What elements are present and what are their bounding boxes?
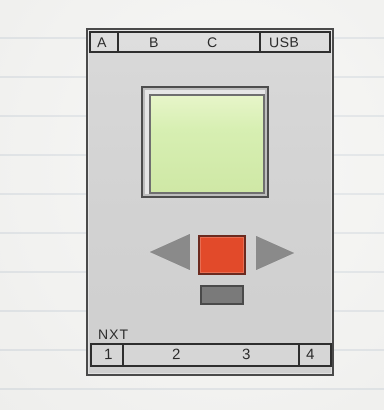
port-label-b: B xyxy=(149,33,159,51)
cancel-button[interactable] xyxy=(200,285,244,305)
bottom-ports-bar: 1 2 3 4 xyxy=(90,343,332,367)
lcd-screen xyxy=(149,94,265,194)
port-label-usb: USB xyxy=(269,33,300,52)
top-divider xyxy=(117,33,119,51)
port-label-a: A xyxy=(97,33,107,51)
brand-label: NXT xyxy=(98,326,129,342)
port-label-4: 4 xyxy=(306,346,315,364)
bottom-divider xyxy=(122,345,124,365)
port-label-3: 3 xyxy=(242,346,251,364)
port-label-c: C xyxy=(207,33,218,51)
top-ports-bar: A B C USB xyxy=(89,31,331,53)
bottom-divider xyxy=(298,345,300,365)
enter-button[interactable] xyxy=(198,235,246,275)
nxt-brick: A B C USB NXT 1 2 3 4 xyxy=(86,28,334,376)
port-label-2: 2 xyxy=(172,346,181,364)
port-label-1: 1 xyxy=(104,346,113,364)
screen-frame xyxy=(141,86,269,198)
top-divider xyxy=(259,33,261,51)
left-arrow-icon[interactable] xyxy=(150,234,190,270)
right-arrow-icon[interactable] xyxy=(256,236,294,270)
